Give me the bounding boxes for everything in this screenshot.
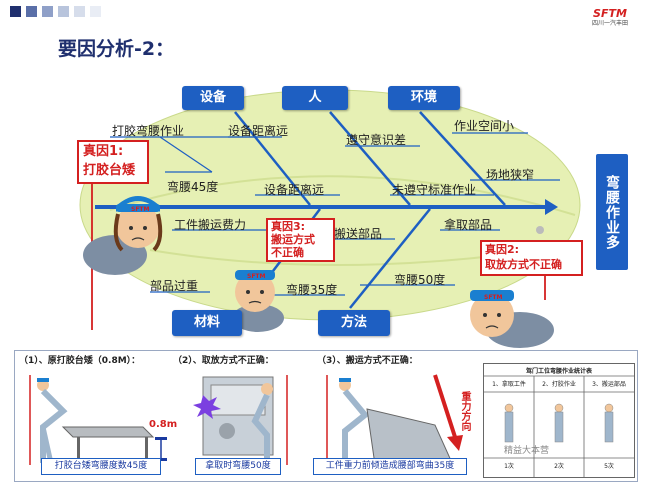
page-title: 要因分析-2：: [58, 38, 175, 60]
analysis-panel: （1）、原打胶台矮（0.8M）： （2）、取放方式不正确： （3）、搬运方式不正…: [14, 350, 638, 482]
root-cause-2: 真因2: 取放方式不正确: [480, 240, 583, 276]
height-marker: [155, 437, 167, 440]
cause-label: 作业空间小: [454, 119, 515, 133]
cause-label: 打胶弯腰作业: [112, 124, 185, 138]
root-cause-3: 真因3: 搬运方式 不正确: [266, 218, 335, 262]
effect-box: 弯腰作业多: [596, 154, 628, 270]
caption-3: 工件重力前倾造成腰部弯曲35度: [313, 458, 467, 475]
root-cause-3-line1: 搬运方式: [271, 233, 315, 246]
company-logo: SFTM 四川一汽丰田: [592, 8, 628, 27]
stats-table-count: 1次: [504, 463, 514, 470]
step-illustrations: [29, 374, 463, 466]
worker-figure-1: [29, 375, 68, 465]
decor-square: [42, 6, 53, 17]
car-body-part: [366, 408, 454, 466]
gravity-arrowhead: [447, 435, 463, 451]
bone-environment: [419, 111, 506, 206]
stats-table-header: 3、搬运部品: [592, 381, 626, 388]
worker-figure-3: [326, 375, 370, 465]
category-method: 方法: [318, 310, 390, 336]
stats-table: 驾门工位弯腰作业统计表 1、拿取工件 2、打胶作业 3、搬运部品: [483, 363, 635, 478]
stats-table-title: 驾门工位弯腰作业统计表: [525, 368, 592, 375]
top-bar: SFTM 四川一汽丰田: [0, 0, 646, 30]
height-marker: [155, 458, 167, 461]
stats-table-grid: [484, 375, 634, 477]
category-people: 人: [282, 86, 348, 110]
cause-label: 弯腰35度: [286, 283, 338, 297]
root-cause-3-line2: 不正确: [271, 246, 304, 259]
fishbone-diagram: SFTM SFTM SFTM: [79, 89, 581, 348]
gravity-label: 重力方向: [459, 391, 470, 431]
worker-figure-2: [251, 375, 288, 465]
glue-table: [61, 426, 155, 461]
leaf-vein: [109, 175, 576, 216]
decor-square: [10, 6, 21, 17]
category-equipment: 设备: [182, 86, 244, 110]
step-2-title: （2）、取放方式不正确：: [173, 356, 274, 366]
root-cause-1-text: 打胶台矮: [83, 163, 136, 178]
cause-label: 工件搬运费力: [174, 218, 247, 232]
step-1-title: （1）、原打胶台矮（0.8M）：: [19, 356, 141, 366]
bone-people: [329, 111, 411, 206]
root-cause-3-title: 真因3:: [271, 220, 306, 233]
worker-portrait-2: SFTM: [232, 270, 284, 332]
spine-arrowhead: [545, 199, 558, 215]
decor-square: [74, 6, 85, 17]
svg-text:SFTM: SFTM: [131, 206, 150, 213]
watermark: 精益大本营: [504, 446, 550, 456]
caption-1: 打胶台矮弯腰度数45度: [41, 458, 161, 475]
height-label: 0.8m: [149, 419, 178, 430]
category-environment: 环境: [388, 86, 460, 110]
worker-portrait-1: SFTM: [83, 196, 163, 275]
logo-subtext: 四川一汽丰田: [591, 20, 628, 27]
door-panel: [202, 376, 274, 456]
worker-portrait-3: SFTM: [470, 290, 554, 348]
stats-table-count: 2次: [554, 463, 564, 470]
stats-table-header: 1、拿取工件: [492, 381, 526, 388]
root-cause-2-text: 取放方式不正确: [485, 258, 562, 271]
cause-label: 遵守意识差: [346, 133, 407, 147]
cause-label: 场地狭窄: [486, 168, 535, 182]
stats-table-count: 5次: [604, 463, 614, 470]
logo-text: SFTM: [593, 7, 627, 20]
decor-square: [90, 6, 101, 17]
cause-label: 部品过重: [150, 279, 199, 293]
cause-label: 搬送部品: [334, 227, 383, 241]
cause-label: 设备距离远: [264, 183, 325, 197]
cause-line: [159, 136, 213, 173]
leaf-spot: [536, 226, 544, 234]
bone-method: [349, 208, 431, 309]
category-material: 材料: [172, 310, 242, 336]
impact-burst-icon: [193, 395, 221, 419]
cause-label: 拿取部品: [444, 218, 493, 232]
root-cause-1: 真因1: 打胶台矮: [77, 140, 149, 184]
cause-label: 未遵守标准作业: [392, 183, 477, 197]
caption-2: 拿取时弯腰50度: [195, 458, 281, 475]
gravity-arrow: [433, 374, 457, 438]
bone-equipment: [234, 111, 311, 206]
cause-label: 弯腰50度: [394, 273, 446, 287]
cause-label: 弯腰45度: [167, 180, 219, 194]
root-cause-2-title: 真因2:: [485, 243, 520, 256]
svg-text:SFTM: SFTM: [484, 294, 503, 301]
decor-square: [58, 6, 69, 17]
step-3-title: （3）、搬运方式不正确：: [317, 356, 418, 366]
root-cause-1-title: 真因1:: [83, 144, 124, 159]
stats-table-header: 2、打胶作业: [542, 381, 576, 388]
cause-label: 设备距离远: [228, 124, 289, 138]
svg-text:SFTM: SFTM: [247, 273, 266, 280]
decor-square: [26, 6, 37, 17]
